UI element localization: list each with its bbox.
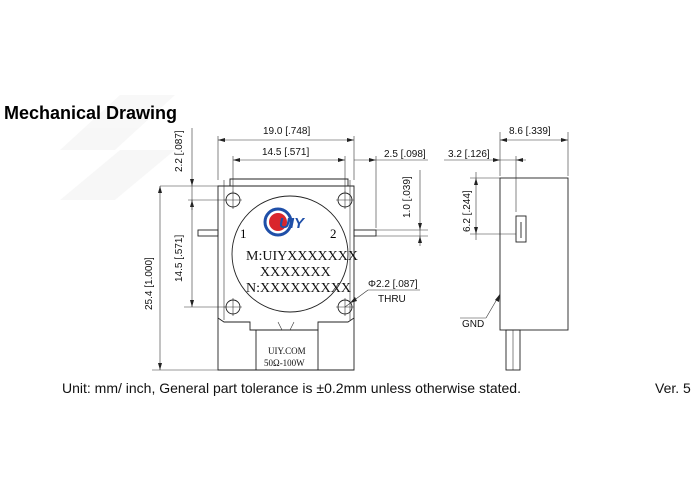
body-inner-top [223,180,351,320]
flange-outline [218,178,354,187]
dim-hole-diameter: Φ2.2 [.087] [368,279,418,290]
body-outline [217,185,355,371]
watermark-logo [60,95,175,200]
side-pin [515,215,527,243]
page-title: Mechanical Drawing [4,103,177,123]
load-website: UIY.COM [268,346,306,356]
load-rating: 50Ω-100W [264,358,305,368]
dim-height-overall: 25.4 [1.000] [144,257,155,310]
front-dimensions: 19.0 [.748] 14.5 [.571] 2.5 [.098] 1.0 [… [144,126,428,371]
mounting-hole-tl [224,191,242,209]
dim-tab-length: 2.5 [.098] [384,149,426,160]
tab-right [353,229,377,237]
port-2-label: 2 [330,226,337,241]
side-body [499,177,569,331]
dim-tab-thickness: 1.0 [.039] [402,176,413,218]
uiy-logo: UIY [263,207,306,237]
load-block [255,329,319,371]
part-code: XXXXXXX [260,265,331,280]
label-circle [231,195,349,313]
dim-hole-spacing-y: 14.5 [.571] [174,235,185,282]
mounting-hole-tr [336,191,354,209]
dim-width-overall: 19.0 [.748] [263,126,310,137]
version-label: Ver. 5 [655,380,691,396]
mounting-hole-bl [224,298,242,316]
front-view: UIY 1 2 M:UIYXXXXXXX XXXXXXX N:XXXXXXXXX… [197,178,377,371]
logo-text: UIY [279,215,306,232]
part-serial: N:XXXXXXXXX [246,281,351,296]
side-view [499,177,569,371]
body-notch [277,321,295,331]
dim-side-width: 8.6 [.339] [509,126,551,137]
side-dimensions: 8.6 [.339] 3.2 [.126] 6.2 [.244] GND [444,126,569,330]
port-1-label: 1 [240,226,247,241]
tab-left [197,229,219,237]
dim-thru-label: THRU [378,294,406,305]
dim-hole-spacing-x: 14.5 [.571] [262,147,309,158]
body-lower-step [217,317,355,331]
part-model: M:UIYXXXXXXX [246,249,358,264]
dim-top-offset: 2.2 [.087] [174,130,185,172]
gnd-label: GND [462,319,484,330]
footer-note: Unit: mm/ inch, General part tolerance i… [62,380,521,396]
dim-side-offset: 3.2 [.126] [448,149,490,160]
dim-side-pin-height: 6.2 [.244] [462,190,473,232]
